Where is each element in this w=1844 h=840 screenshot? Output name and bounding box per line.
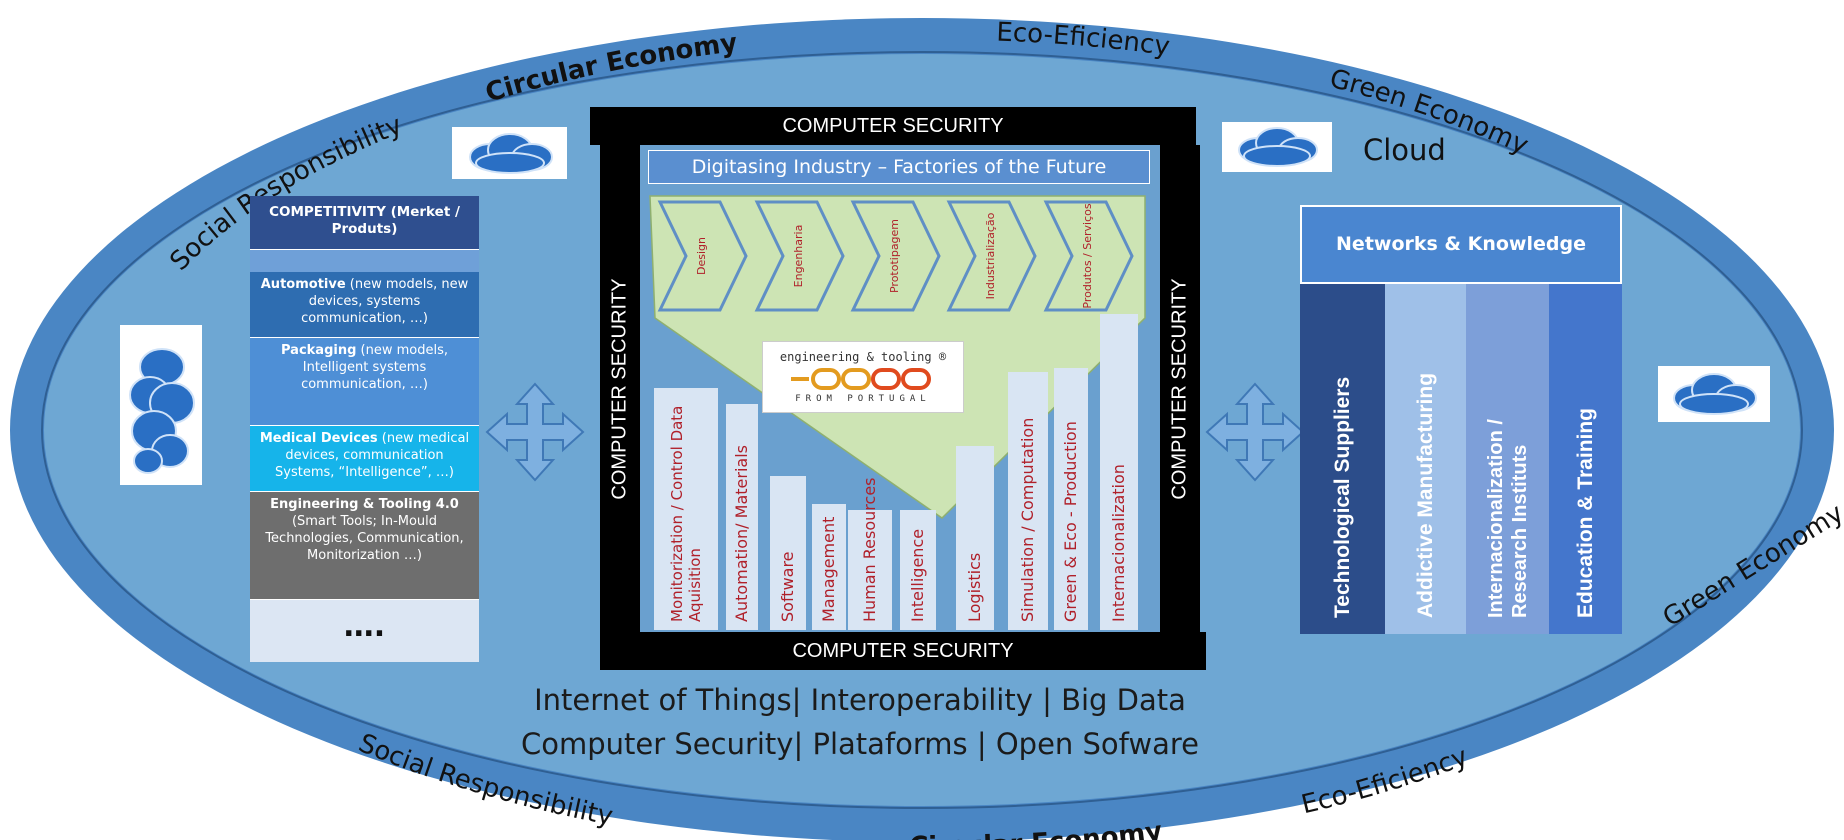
chevron-5: [1043, 200, 1134, 312]
pillar-4: Management: [812, 504, 846, 630]
networks-knowledge-header: Networks & Knowledge: [1300, 205, 1622, 284]
competitivity-column: COMPETITIVITY (Merket / Produts) Automot…: [250, 196, 479, 662]
cloud-icon: [120, 325, 202, 485]
network-column-1: Technological Suppliers: [1300, 284, 1385, 634]
automotive-text: (new models, new devices, systems commun…: [301, 277, 469, 326]
ellipsis-box: ….: [250, 600, 479, 662]
pillar-7: Logistics: [956, 446, 994, 630]
computer-security-left: COMPUTER SECURITY: [600, 145, 640, 632]
cloud-icon: [452, 127, 567, 179]
computer-security-right-label: COMPUTER SECURITY: [1168, 277, 1191, 500]
automotive-title: Automotive: [260, 277, 346, 292]
pillar-9: Green & Eco - Production: [1054, 368, 1088, 630]
medical-devices-box: Medical Devices (new medical devices, co…: [250, 426, 479, 492]
pillar-label-1: Monitorization / Control Data Aquisition: [668, 405, 704, 622]
computer-security-top: COMPUTER SECURITY: [590, 107, 1196, 145]
engineering-tooling-logo: engineering & tooling ® FROM PORTUGAL: [762, 341, 964, 413]
network-column-2: Addictive Manufacturing: [1385, 284, 1466, 634]
network-column-label-4: Education & Training: [1573, 407, 1597, 618]
left-four-way-arrow-icon: [485, 382, 585, 482]
chevron-label-4: Industrialização: [984, 212, 997, 299]
pillar-label-10: Internacionalization: [1109, 464, 1128, 622]
digitasing-industry-banner: Digitasing Industry – Factories of the F…: [648, 150, 1150, 184]
network-column-3: Internacionalization / Research Institut…: [1466, 284, 1549, 634]
automotive-box: Automotive (new models, new devices, sys…: [250, 272, 479, 338]
technology-line-1: Internet of Things| Interoperability | B…: [534, 683, 1186, 717]
pillar-label-5: Human Resources: [860, 477, 879, 623]
network-column-label-1: Technological Suppliers: [1330, 376, 1354, 618]
pillar-label-9: Green & Eco - Production: [1061, 421, 1080, 622]
engineering-tooling-box: Engineering & Tooling 4.0 (Smart Tools; I…: [250, 492, 479, 600]
engineering-title: Engineering & Tooling 4.0: [270, 497, 459, 512]
computer-security-left-label: COMPUTER SECURITY: [608, 277, 631, 500]
cloud-icon: [1658, 366, 1770, 422]
pillar-label-8: Simulation / Computation: [1018, 417, 1037, 622]
chevron-2: [754, 200, 845, 312]
pillar-6: Intelligence: [900, 510, 936, 630]
packaging-box: Packaging (new models, Intelligent syste…: [250, 338, 479, 426]
inner-ellipse-border: [41, 51, 1803, 809]
computer-security-right: COMPUTER SECURITY: [1160, 145, 1200, 632]
competitivity-header: COMPETITIVITY (Merket / Produts): [250, 196, 479, 250]
pillar-1: Monitorization / Control Data Aquisition: [654, 388, 718, 630]
chevron-label-3: Prototipagem: [888, 219, 901, 293]
packaging-text: (new models, Intelligent systems communi…: [301, 343, 448, 392]
technology-line-2: Computer Security| Plataforms | Open Sof…: [521, 727, 1199, 761]
competitivity-spacer: [250, 250, 479, 272]
chevron-label-2: Engenharia: [792, 225, 805, 288]
pillar-2: Automation/ Materials: [726, 404, 758, 630]
chevron-group: Design Engenharia Prototipagem Industrializ…: [657, 200, 1134, 312]
pillar-8: Simulation / Computation: [1008, 372, 1048, 630]
network-column-label-3: Internacionalization / Research Institut…: [1484, 419, 1531, 618]
chevron-3: [850, 200, 941, 312]
network-column-label-2: Addictive Manufacturing: [1413, 372, 1437, 618]
computer-security-bottom: COMPUTER SECURITY: [600, 632, 1206, 670]
chevron-label-1: Design: [695, 237, 708, 275]
cloud-label: Cloud: [1363, 133, 1446, 167]
pillar-5: Human Resources: [848, 478, 892, 630]
medical-text: (new medical devices, communication Syst…: [275, 431, 470, 480]
chevron-4: [946, 200, 1037, 312]
network-column-4: Education & Training: [1549, 284, 1622, 634]
pillar-label-2: Automation/ Materials: [732, 445, 751, 622]
logo-line1: engineering & tooling ®: [779, 350, 947, 364]
right-four-way-arrow-icon: [1205, 382, 1305, 482]
pillar-label-3: Software: [778, 551, 797, 622]
packaging-title: Packaging: [281, 343, 357, 358]
pillar-10: Internacionalization: [1100, 314, 1138, 630]
pillar-label-7: Logistics: [965, 552, 984, 622]
logo-line2: FROM PORTUGAL: [795, 394, 931, 404]
medical-title: Medical Devices: [259, 431, 378, 446]
cloud-icon: [1222, 122, 1332, 172]
pillar-label-4: Management: [819, 516, 838, 622]
chevron-label-5: Produtos / Serviços: [1081, 203, 1094, 308]
pillar-3: Software: [770, 476, 806, 630]
chevron-1: [657, 200, 748, 312]
chain-links-icon: [791, 368, 931, 390]
pillar-label-6: Intelligence: [908, 528, 927, 622]
engineering-text: (Smart Tools; In-Mould Technologies, Com…: [265, 514, 464, 563]
